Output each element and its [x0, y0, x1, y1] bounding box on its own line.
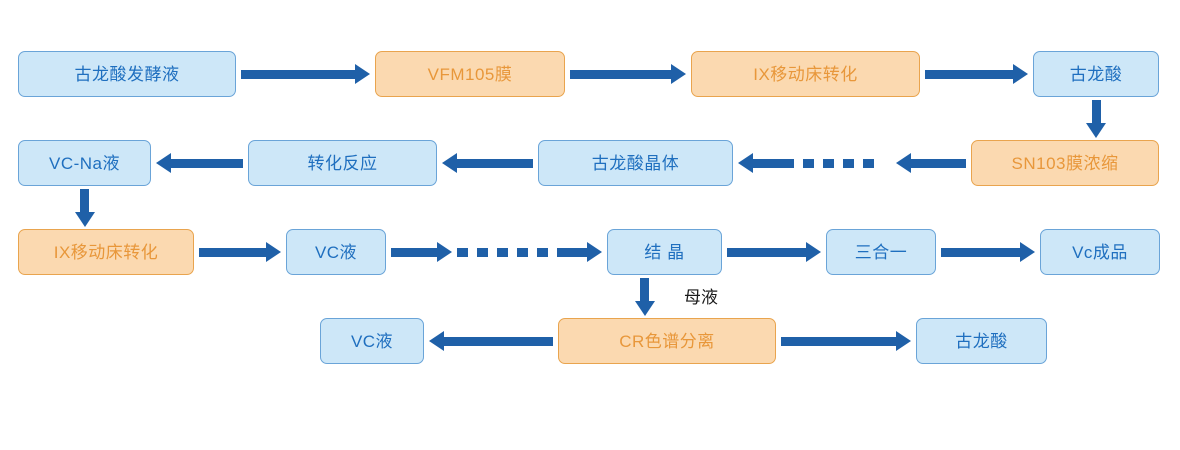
node-n10[interactable]: VC液 — [286, 229, 386, 275]
node-n16[interactable]: 古龙酸 — [916, 318, 1047, 364]
edge-n1-to-n2-head — [355, 64, 370, 84]
edge-v-head-e8 — [74, 212, 95, 227]
node-n6[interactable]: 古龙酸晶体 — [538, 140, 733, 186]
edge-n6-to-n7-shaft — [457, 158, 533, 168]
dash-segment — [803, 158, 815, 168]
edge-n3-to-n4-head — [1013, 64, 1028, 84]
dash-segment — [863, 158, 875, 168]
edge-n11-to-n12-shaft — [727, 247, 806, 257]
edge-n15-to-n16-shaft — [781, 336, 896, 346]
edge-n5-to-n6-dashes — [783, 158, 875, 168]
edge-n7-to-n8-head — [156, 153, 171, 173]
dash-segment — [537, 247, 549, 257]
edge-n2-to-n3-shaft — [570, 69, 671, 79]
edge-n5-to-n6-head — [738, 153, 753, 173]
node-n5[interactable]: SN103膜浓缩 — [971, 140, 1159, 186]
edge-n15-to-n14-head — [429, 331, 444, 351]
edge-n10-to-n11-head-a — [437, 242, 453, 262]
edge-n15-to-n14-shaft — [444, 336, 553, 346]
edge-n1-to-n2-shaft — [241, 69, 355, 79]
node-n2[interactable]: VFM105膜 — [375, 51, 565, 97]
edge-n6-to-n7-head — [442, 153, 457, 173]
edge-n12-to-n13-head — [1020, 242, 1035, 262]
edge-n15-to-n16-head — [896, 331, 911, 351]
dash-segment — [843, 158, 855, 168]
edge-n11-to-n12-head — [806, 242, 821, 262]
node-n1[interactable]: 古龙酸发酵液 — [18, 51, 236, 97]
edge-label-lbl-muye: 母液 — [684, 288, 718, 308]
edge-n10-to-n11-head — [587, 242, 602, 262]
edge-n10-to-n11-shaft-b — [557, 247, 587, 257]
dash-segment — [823, 158, 835, 168]
edge-v-shaft-e4 — [1091, 100, 1101, 123]
dash-segment — [477, 247, 489, 257]
edge-n9-to-n10-shaft — [199, 247, 266, 257]
dash-segment — [783, 158, 795, 168]
edge-v-shaft-e13 — [640, 278, 649, 301]
node-n3[interactable]: IX移动床转化 — [691, 51, 920, 97]
edge-n2-to-n3-head — [671, 64, 686, 84]
edge-n10-to-n11-dashes — [457, 247, 549, 257]
edge-n7-to-n8-shaft — [171, 158, 243, 168]
edge-n5-to-n6-shaft-b — [753, 158, 784, 168]
node-n9[interactable]: IX移动床转化 — [18, 229, 194, 275]
edge-n9-to-n10-head — [266, 242, 281, 262]
node-n15[interactable]: CR色谱分离 — [558, 318, 776, 364]
node-n11[interactable]: 结 晶 — [607, 229, 722, 275]
dash-segment — [517, 247, 529, 257]
node-n4[interactable]: 古龙酸 — [1033, 51, 1159, 97]
edge-v-head-e13 — [634, 301, 655, 316]
node-n8[interactable]: VC-Na液 — [18, 140, 151, 186]
node-n13[interactable]: Vc成品 — [1040, 229, 1160, 275]
edge-n5-to-n6-shaft-a — [911, 158, 966, 168]
edge-n5-to-n6-head-a — [896, 153, 912, 173]
edge-v-shaft-e8 — [80, 189, 89, 212]
dash-segment — [457, 247, 469, 257]
dash-segment — [497, 247, 509, 257]
node-n7[interactable]: 转化反应 — [248, 140, 437, 186]
edge-n12-to-n13-shaft — [941, 247, 1020, 257]
node-n12[interactable]: 三合一 — [826, 229, 936, 275]
edge-v-head-e4 — [1086, 123, 1106, 138]
edge-n3-to-n4-shaft — [925, 69, 1013, 79]
node-n14[interactable]: VC液 — [320, 318, 424, 364]
edge-n10-to-n11-shaft-a — [391, 247, 438, 257]
